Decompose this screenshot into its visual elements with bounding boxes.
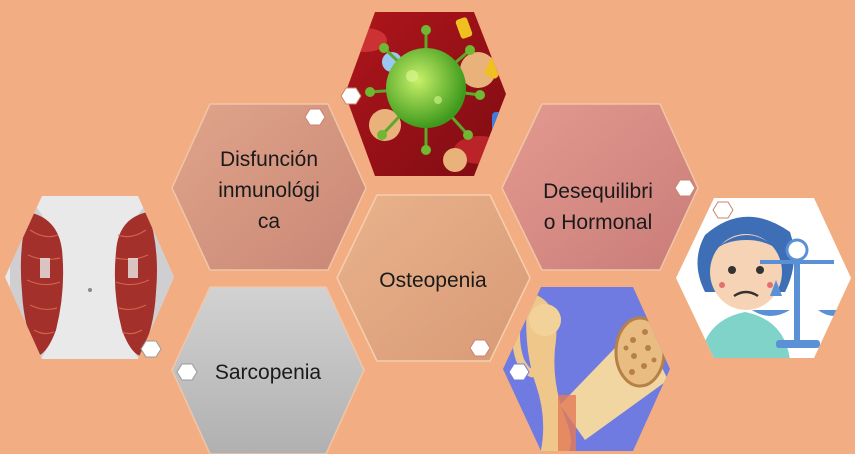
- sarcopenia-label: Sarcopenia: [215, 361, 322, 384]
- hex-marker-icon: [509, 364, 529, 380]
- immune-label-line1: Disfunción: [220, 148, 318, 171]
- hexagon-hormonal-imbalance: Desequilibri o Hormonal: [502, 104, 698, 270]
- hex-marker-icon: [141, 341, 161, 357]
- hex-marker-icon: [713, 202, 733, 218]
- hexagon-immune-dysfunction: Disfunción inmunológi ca: [172, 104, 366, 270]
- hexagon-osteopenia: Osteopenia: [337, 195, 530, 361]
- immune-label-line2: inmunológi: [218, 179, 320, 202]
- hexagon-sarcopenia: Sarcopenia: [172, 287, 364, 454]
- hormonal-label-line1: Desequilibri: [543, 180, 653, 203]
- virus-image: [340, 10, 510, 180]
- hex-marker-icon: [305, 109, 325, 125]
- hex-marker-icon: [675, 180, 695, 196]
- immune-label-line3: ca: [258, 210, 281, 233]
- hex-marker-icon: [470, 340, 490, 356]
- hormonal-label-line2: o Hormonal: [544, 211, 653, 234]
- hormonal-image: [670, 195, 855, 365]
- hex-marker-icon: [177, 364, 197, 380]
- osteopenia-label: Osteopenia: [379, 269, 487, 292]
- muscles-image: [0, 190, 180, 365]
- bone-image: [500, 285, 675, 454]
- hex-marker-icon: [341, 88, 361, 104]
